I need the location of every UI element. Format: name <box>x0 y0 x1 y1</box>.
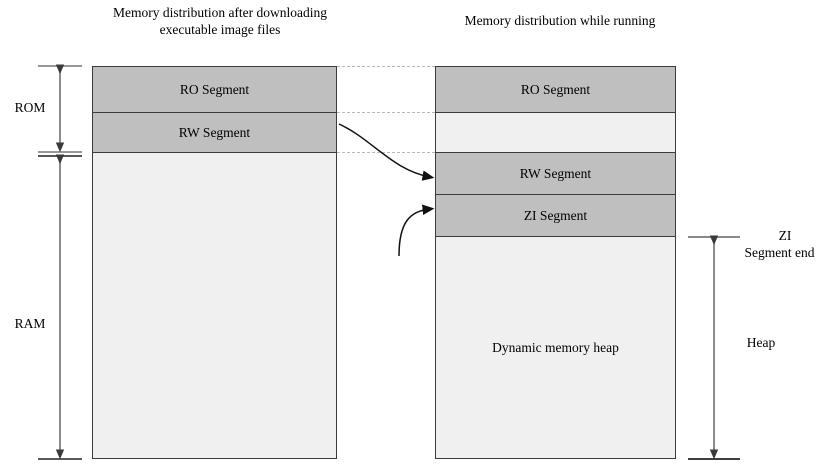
right-diagram-title: Memory distribution while running <box>464 13 656 28</box>
rw-relocation-arrow <box>338 123 435 181</box>
right-segment-ro-label: RO Segment <box>520 81 591 97</box>
left-segment-rw-label: RW Segment <box>178 124 251 140</box>
rom-axis-label: ROM <box>14 100 46 115</box>
left-segment-rw: RW Segment <box>93 113 336 153</box>
dotted-connector-top <box>337 66 435 67</box>
right-segment-heap-label: Dynamic memory heap <box>492 339 619 355</box>
zi-segment-end-label-line2: Segment end <box>744 245 815 260</box>
right-segment-heap: Dynamic memory heap <box>436 237 675 458</box>
right-segment-zi: ZI Segment <box>436 195 675 237</box>
right-segment-rw-label: RW Segment <box>519 165 592 181</box>
right-memory-block: RO Segment RW Segment ZI Segment Dynamic… <box>435 66 676 459</box>
zi-creation-arrow <box>398 204 435 257</box>
right-segment-gap <box>436 113 675 153</box>
right-segment-zi-label: ZI Segment <box>523 207 588 223</box>
left-diagram-title: Memory distribution after downloading ex… <box>112 5 328 37</box>
left-memory-block: RO Segment RW Segment <box>92 66 337 459</box>
left-segment-ro: RO Segment <box>93 67 336 113</box>
dotted-connector-ro-rw <box>337 112 435 113</box>
left-segment-ro-label: RO Segment <box>179 81 250 97</box>
zi-segment-end-label-line1: ZI <box>778 228 792 243</box>
heap-axis-label: Heap <box>746 335 776 350</box>
ram-axis-label: RAM <box>14 316 46 331</box>
dotted-connector-rw-bottom <box>337 152 435 153</box>
right-segment-rw: RW Segment <box>436 153 675 195</box>
left-segment-free <box>93 153 336 458</box>
right-segment-ro: RO Segment <box>436 67 675 113</box>
